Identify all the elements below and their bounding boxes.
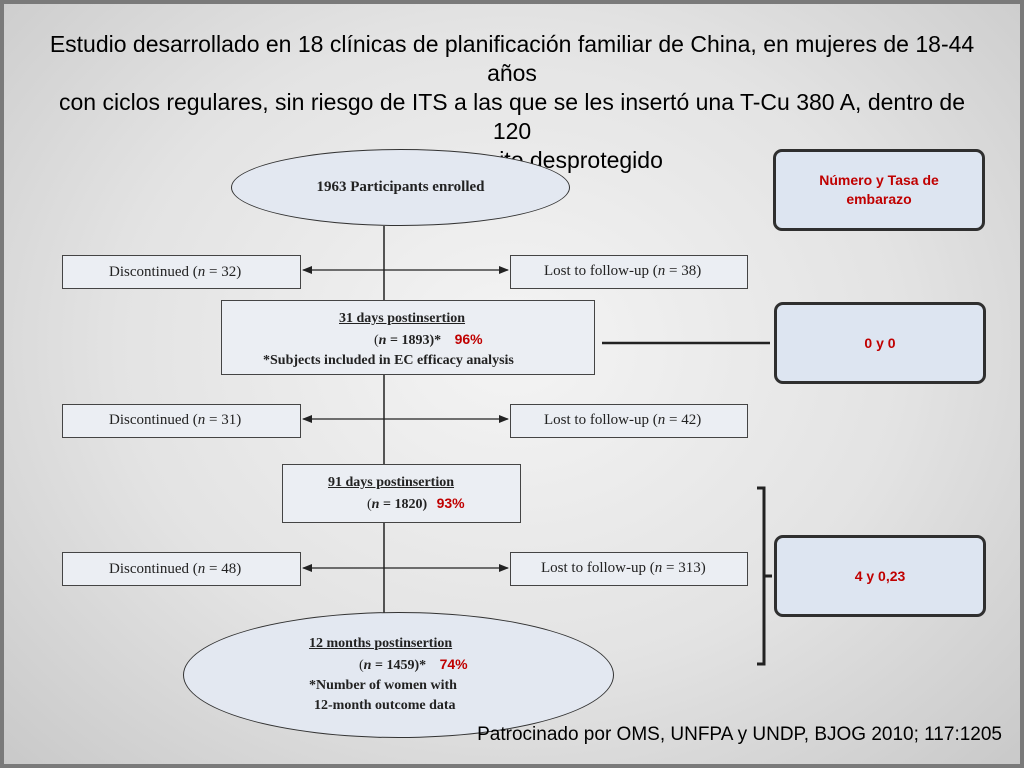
result-box-12-months: 4 y 0,23 (774, 535, 986, 617)
lost-box-1: Lost to follow-up (n = 38) (510, 255, 748, 289)
result-31-days-text: 0 y 0 (864, 334, 896, 351)
enrolled-text: 1963 Participants enrolled (316, 179, 485, 195)
day91-title: 91 days postinsertion (328, 475, 455, 490)
month12-note-1: *Number of women with (309, 678, 457, 693)
lost-box-2: Lost to follow-up (n = 42) (510, 404, 748, 438)
day91-box: 91 days postinsertion (n = 1820) 93% (282, 464, 521, 523)
enrolled-ellipse: 1963 Participants enrolled (231, 149, 570, 226)
pregnancy-header-text: Número y Tasa de embarazo (819, 172, 939, 207)
bracket-91-12 (757, 486, 772, 666)
day31-note: *Subjects included in EC efficacy analys… (263, 353, 514, 368)
day91-pct: 93% (436, 495, 465, 511)
month12-note-2: 12-month outcome data (314, 698, 456, 713)
month12-pct: 74% (439, 656, 468, 672)
day31-title: 31 days postinsertion (339, 311, 466, 326)
month12-title: 12 months postinsertion (309, 636, 453, 651)
footer-source: Patrocinado por OMS, UNFPA y UNDP, BJOG … (477, 724, 1002, 745)
month12-ellipse: 12 months postinsertion (n = 1459)* 74% … (183, 612, 614, 738)
day91-n: (n = 1820) 93% (367, 495, 465, 512)
result-12-months-text: 4 y 0,23 (854, 567, 906, 584)
title-line-1: Estudio desarrollado en 18 clínicas de p… (49, 31, 975, 86)
result-box-31-days: 0 y 0 (774, 302, 986, 384)
day31-box: 31 days postinsertion (n = 1893)* 96% *S… (221, 300, 595, 375)
month12-n: (n = 1459)* 74% (359, 656, 468, 673)
lost-box-3: Lost to follow-up (n = 313) (510, 552, 748, 586)
day31-pct: 96% (454, 331, 483, 347)
discontinued-box-2: Discontinued (n = 31) (62, 404, 301, 438)
discontinued-box-1: Discontinued (n = 32) (62, 255, 301, 289)
pregnancy-header-box: Número y Tasa de embarazo (773, 149, 985, 231)
discontinued-box-3: Discontinued (n = 48) (62, 552, 301, 586)
day31-n: (n = 1893)* 96% (374, 331, 483, 348)
title-line-2: con ciclos regulares, sin riesgo de ITS … (58, 89, 966, 144)
